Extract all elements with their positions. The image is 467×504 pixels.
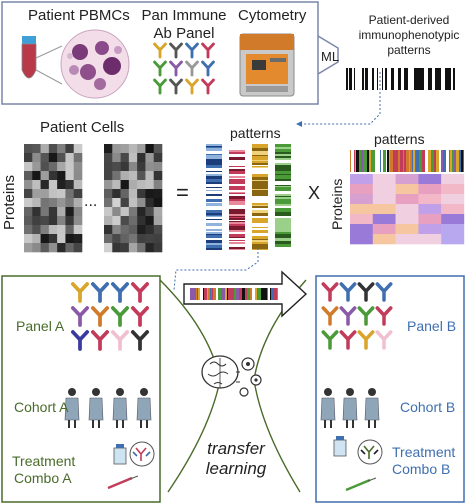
person-icon <box>88 388 104 428</box>
output-barcode-icon <box>346 68 458 90</box>
treatment-a-icon <box>107 441 155 490</box>
antibody-icon <box>169 78 183 95</box>
antibody-icon <box>110 330 130 351</box>
cohort-b-label: Cohort B <box>400 399 456 415</box>
antibody-icon <box>90 282 110 303</box>
arrow-barcode-icon <box>190 288 278 300</box>
antibody-icon <box>70 282 90 303</box>
patient-cells-heatmap-a <box>24 144 83 253</box>
learning-label: learning <box>205 459 267 478</box>
antibody-icon <box>153 60 167 77</box>
antibody-icon <box>185 78 199 95</box>
antibody-icon <box>130 282 150 303</box>
antibody-icon <box>357 282 375 302</box>
antibody-icon <box>357 306 375 326</box>
treatment-a-label-line1: Treatment <box>12 453 76 469</box>
antibody-icon <box>130 306 150 327</box>
antibody-icon <box>201 60 215 77</box>
panel-a-antibodies <box>70 282 150 351</box>
antibody-icon <box>130 330 150 351</box>
antibody-icon <box>153 42 167 59</box>
treatment-b-label-line2: Combo B <box>392 461 451 477</box>
person-icon <box>64 388 80 428</box>
panel-b-box <box>315 275 465 503</box>
patient-cells-label: Patient Cells <box>40 119 125 136</box>
patient-cells-heatmap-b <box>104 144 163 253</box>
output-label-line1: Patient-derived <box>368 13 450 27</box>
antibody-icon <box>110 282 130 303</box>
antibody-icon <box>357 330 375 350</box>
brain-gears-icon <box>201 355 262 397</box>
antibody-icon <box>185 42 199 59</box>
antibody-icon <box>169 42 183 59</box>
patterns-right-label: patterns <box>374 131 425 147</box>
proteins-right-label: Proteins <box>329 178 345 230</box>
pattern-bars <box>206 144 291 250</box>
patterns-center-label: patterns <box>230 125 281 141</box>
pan-immune-label-line2: Ab Panel <box>153 25 215 42</box>
antibody-icon <box>169 60 183 77</box>
antibody-icon <box>375 282 393 302</box>
antibody-icon <box>375 306 393 326</box>
antibody-panel-icon <box>153 42 215 95</box>
feedback-arrow <box>300 72 381 125</box>
treatment-a-label-line2: Combo A <box>14 470 72 486</box>
equals-sign: = <box>176 180 189 205</box>
pattern-protein-matrix <box>350 150 465 245</box>
person-icon <box>320 388 336 428</box>
cohort-b-people <box>320 388 380 428</box>
antibody-icon <box>321 282 339 302</box>
antibody-icon <box>321 306 339 326</box>
person-icon <box>112 388 128 428</box>
patient-pbmcs-label: Patient PBMCs <box>28 7 130 24</box>
cohort-a-people <box>64 388 152 428</box>
output-label-line2: immunophenotypic <box>358 28 460 42</box>
blood-tube-icon <box>21 36 63 85</box>
antibody-icon <box>70 306 90 327</box>
times-sign: X <box>308 183 321 203</box>
antibody-icon <box>339 330 357 350</box>
antibody-icon <box>375 330 393 350</box>
antibody-icon <box>201 78 215 95</box>
antibody-icon <box>90 306 110 327</box>
person-icon <box>136 388 152 428</box>
pbmc-cells-icon <box>60 29 130 99</box>
antibody-icon <box>339 306 357 326</box>
cytometry-label: Cytometry <box>238 7 307 24</box>
antibody-icon <box>321 330 339 350</box>
treatment-b-icon <box>333 436 383 492</box>
panel-a-label: Panel A <box>16 318 65 334</box>
cytometer-icon <box>239 33 295 97</box>
transfer-label: transfer <box>207 439 265 458</box>
antibody-icon <box>339 282 357 302</box>
treatment-b-label-line1: Treatment <box>392 444 456 460</box>
antibody-icon <box>110 306 130 327</box>
proteins-left-label: Proteins <box>1 174 18 230</box>
ml-label: ML <box>321 49 340 64</box>
ellipsis-label: ... <box>84 193 98 210</box>
panel-a-box <box>1 275 161 503</box>
ml-connector <box>317 35 339 75</box>
antibody-icon <box>90 330 110 351</box>
cohort-a-label: Cohort A <box>14 399 69 415</box>
antibody-icon <box>185 60 199 77</box>
person-icon <box>364 388 380 428</box>
antibody-icon <box>153 78 167 95</box>
panel-b-label: Panel B <box>407 318 457 334</box>
pan-immune-label-line1: Pan Immune <box>141 7 227 24</box>
antibody-icon <box>201 42 215 59</box>
output-label-line3: patterns <box>387 43 431 57</box>
panel-b-antibodies <box>321 282 393 350</box>
person-icon <box>342 388 358 428</box>
antibody-icon <box>70 330 90 351</box>
